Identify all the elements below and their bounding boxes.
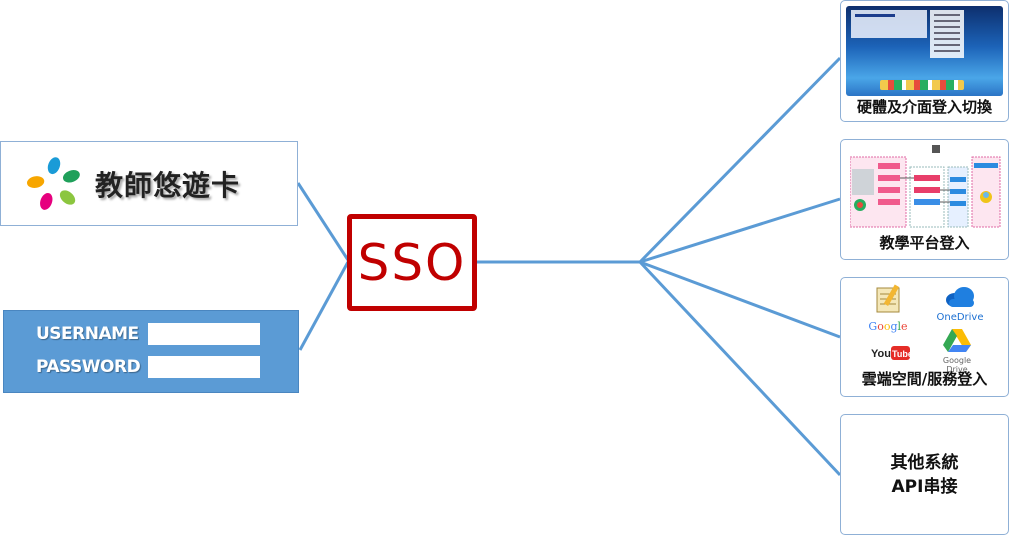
- platform-flow-diagram-image: [850, 145, 1001, 228]
- panel-3-caption: 雲端空間/服務登入: [861, 370, 988, 388]
- desktop-window-thumbnail: [851, 10, 927, 38]
- credentials-box: USERNAME PASSWORD: [3, 310, 299, 393]
- svg-text:Tube: Tube: [892, 349, 911, 359]
- youtube-service: You Tube: [869, 344, 913, 366]
- onedrive-service: OneDrive: [935, 286, 985, 323]
- teacher-card-title: 教師悠遊卡: [95, 168, 241, 202]
- youtube-logo-icon: You Tube: [871, 346, 913, 360]
- username-row: USERNAME: [36, 323, 260, 345]
- password-row: PASSWORD: [36, 356, 260, 378]
- panel-1-caption: 硬體及介面登入切換: [856, 98, 992, 116]
- google-drive-service: Google Drive: [931, 328, 983, 374]
- target-panel-hardware: 硬體及介面登入切換: [840, 0, 1009, 122]
- google-drive-icon: [943, 329, 971, 352]
- desktop-screenshot-image: [846, 6, 1003, 96]
- connector-hub-to-panel-3: [639, 260, 841, 339]
- easycard-logo-icon: [27, 156, 80, 210]
- panel-2-caption: 教學平台登入: [879, 234, 970, 252]
- teacher-card-box: 教師悠遊卡: [0, 141, 298, 226]
- svg-text:You: You: [871, 348, 891, 360]
- connector-hub-to-panel-2: [639, 197, 841, 264]
- onedrive-label: OneDrive: [936, 312, 984, 323]
- connector-hub-to-panel-4: [638, 260, 842, 477]
- google-notepad-icon: [876, 284, 900, 313]
- password-label: PASSWORD: [36, 357, 141, 377]
- sso-box: SSO: [347, 214, 477, 311]
- desktop-dock-thumbnail: [880, 80, 964, 90]
- target-panel-cloud: Google OneDrive You Tube Google Drive 雲端…: [840, 277, 1009, 397]
- desktop-menu-thumbnail: [930, 10, 964, 58]
- google-label: Google: [868, 320, 908, 333]
- target-panel-api: 其他系統 API串接: [840, 414, 1009, 535]
- connector-hub-to-panel-1: [638, 56, 842, 264]
- connector-card-to-sso: [296, 182, 350, 261]
- connector-credentials-to-sso: [298, 261, 350, 351]
- panel-4-caption-line2: API串接: [891, 477, 958, 497]
- panel-4-caption: 其他系統 API串接: [841, 451, 1008, 499]
- sso-label: SSO: [357, 233, 467, 292]
- password-input[interactable]: [148, 356, 260, 378]
- onedrive-cloud-icon: [946, 287, 974, 307]
- panel-4-caption-line1: 其他系統: [890, 453, 959, 473]
- target-panel-teaching: 教學平台登入: [840, 139, 1009, 260]
- username-label: USERNAME: [36, 324, 139, 344]
- google-drive-label: Google Drive: [942, 356, 972, 374]
- username-input[interactable]: [148, 323, 260, 345]
- google-service: Google: [863, 282, 913, 333]
